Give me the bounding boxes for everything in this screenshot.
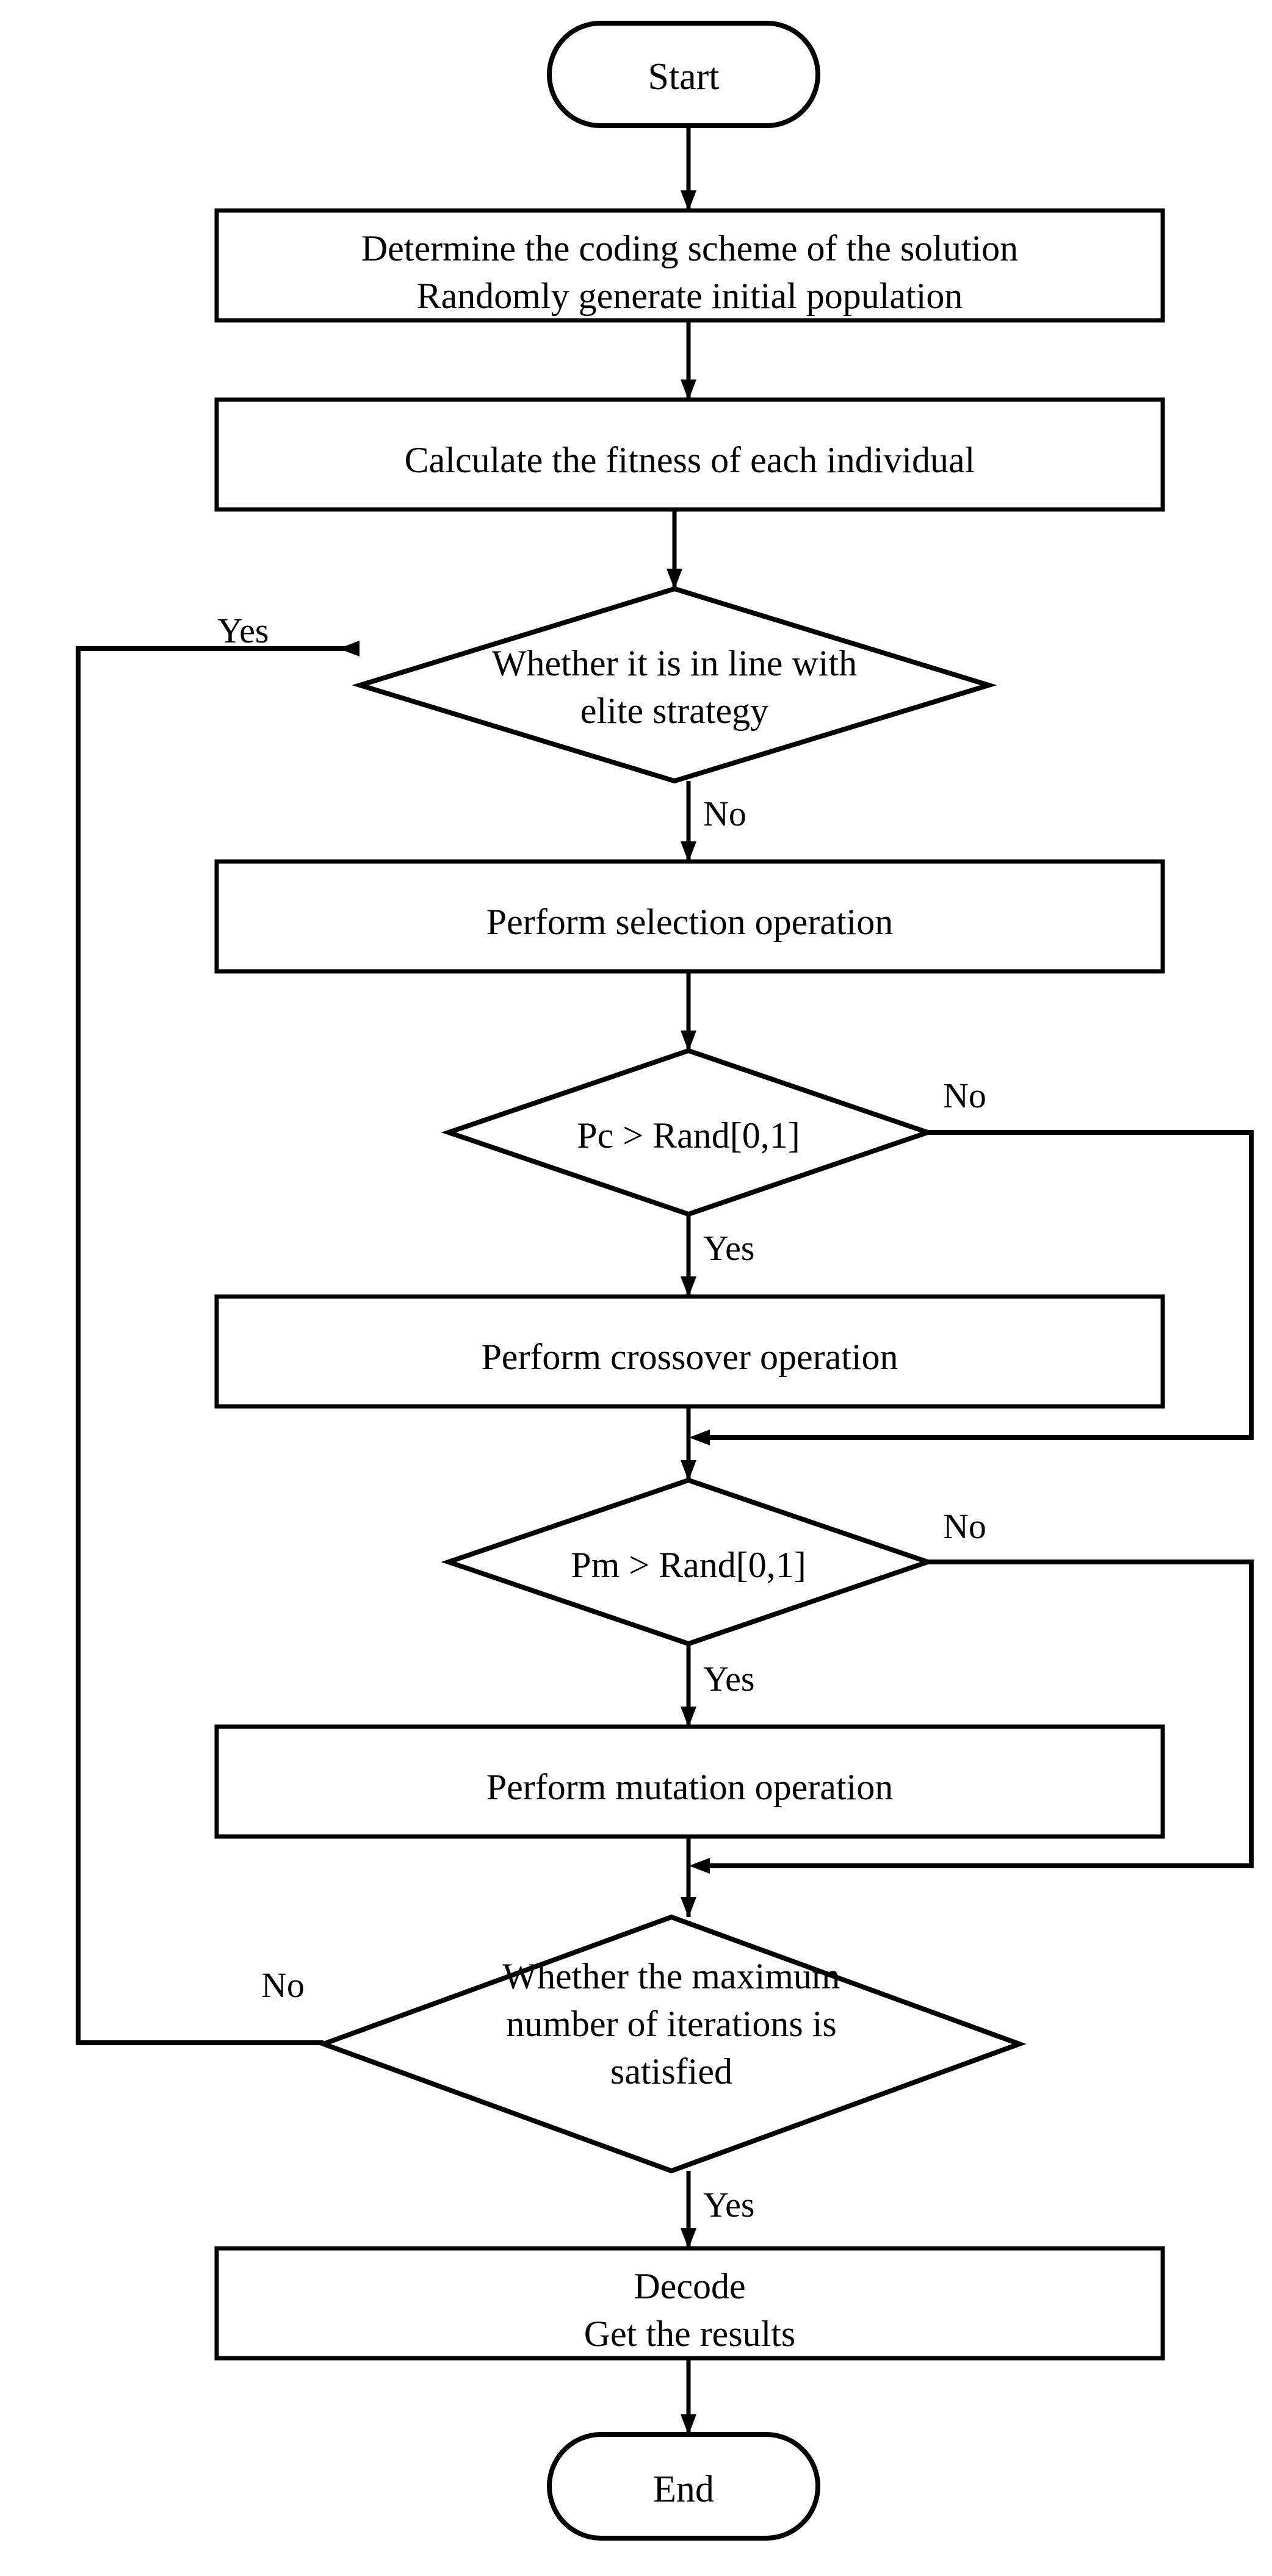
node-pm-shape bbox=[441, 1477, 936, 1647]
node-decode-shape bbox=[214, 2246, 1165, 2361]
node-crossover-shape bbox=[214, 1294, 1165, 1409]
node-end-shape bbox=[547, 2432, 820, 2541]
edge-label-pc-no: No bbox=[943, 1076, 986, 1115]
edge-pm-no-bypass bbox=[689, 1560, 1254, 1874]
node-pc-shape bbox=[441, 1048, 936, 1217]
edge-maxiter-no-feedback bbox=[76, 641, 360, 2045]
edge-label-maxiter-no: No bbox=[261, 1965, 305, 2005]
edge-label-elite-yes: Yes bbox=[217, 611, 269, 650]
node-init-shape bbox=[214, 208, 1165, 323]
node-mutation-shape bbox=[214, 1724, 1165, 1839]
node-elite-shape bbox=[352, 586, 997, 784]
edge-label-pm-yes: Yes bbox=[703, 1659, 755, 1699]
node-selection-shape bbox=[214, 859, 1165, 974]
edge-elite-yes-feedback bbox=[78, 649, 360, 685]
node-maxiter-shape bbox=[316, 1914, 1027, 2174]
node-start-shape bbox=[547, 21, 820, 128]
edge-label-elite-no: No bbox=[703, 794, 746, 833]
edge-label-pc-yes: Yes bbox=[703, 1228, 755, 1268]
edge-pc-no-bypass bbox=[689, 1130, 1254, 1445]
edge-label-maxiter-yes: Yes bbox=[703, 2185, 755, 2225]
node-fitness-shape bbox=[214, 397, 1165, 512]
edge-label-pm-no: No bbox=[943, 1506, 986, 1546]
